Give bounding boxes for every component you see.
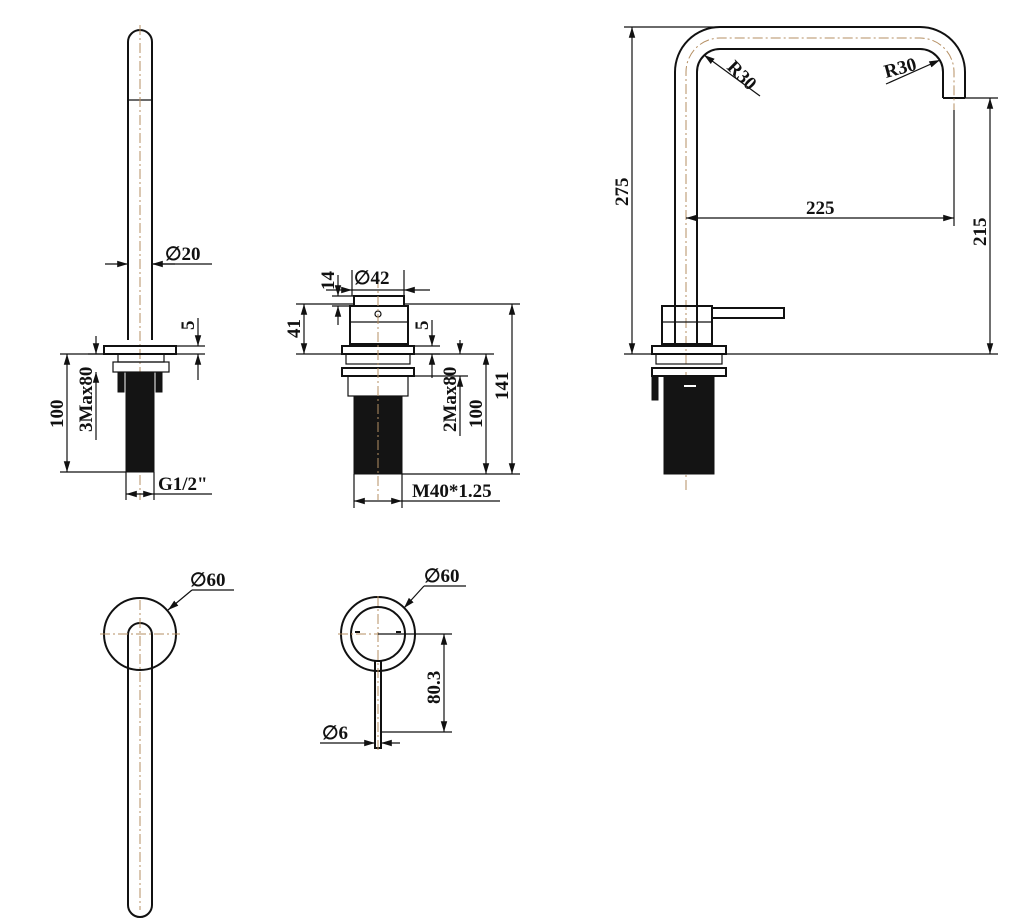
mixer-dia-label: ∅42: [354, 268, 390, 289]
top-mid-len-label: 80.3: [424, 671, 445, 704]
top-view-spout-dimensions: ∅60: [167, 570, 234, 611]
side-dia-label: ∅20: [165, 244, 201, 265]
mixer-5-label: 5: [412, 321, 433, 331]
top-left-dia-label: ∅60: [190, 570, 226, 591]
side-5-label: 5: [178, 321, 199, 331]
side-max-label: 3Max80: [76, 367, 97, 432]
mixer-body: [341, 278, 415, 500]
mixer-dimensions: ∅42 14 41 5 2Max80 100 141: [284, 268, 520, 508]
spout-r1-label: R30: [722, 57, 760, 95]
spout-215-label: 215: [970, 218, 991, 247]
side-view-dimensions: ∅20 5 3Max80 100 G1/2": [47, 244, 212, 500]
mixer-100-label: 100: [466, 400, 487, 429]
spout-view: [651, 26, 966, 490]
mixer-14-label: 14: [318, 271, 339, 291]
mixer-41-label: 41: [284, 319, 305, 338]
side-thread-label: G1/2": [158, 474, 208, 495]
top-mid-lever-label: ∅6: [322, 723, 348, 744]
spout-r2-label: R30: [882, 54, 919, 83]
mixer-max-label: 2Max80: [440, 367, 461, 432]
spout-275-label: 275: [612, 178, 633, 207]
top-view-mixer: [338, 596, 418, 752]
side-100-label: 100: [47, 400, 68, 429]
top-view-spout: [100, 597, 180, 918]
spout-225-label: 225: [806, 198, 835, 219]
mixer-thread-label: M40*1.25: [412, 481, 492, 502]
top-view-mixer-dimensions: ∅60 80.3 ∅6: [320, 566, 466, 747]
mixer-141-label: 141: [492, 372, 513, 401]
top-mid-dia-label: ∅60: [424, 566, 460, 587]
spout-dimensions: R30 R30 275 225 215: [612, 26, 998, 355]
side-view-stem: [103, 25, 177, 500]
